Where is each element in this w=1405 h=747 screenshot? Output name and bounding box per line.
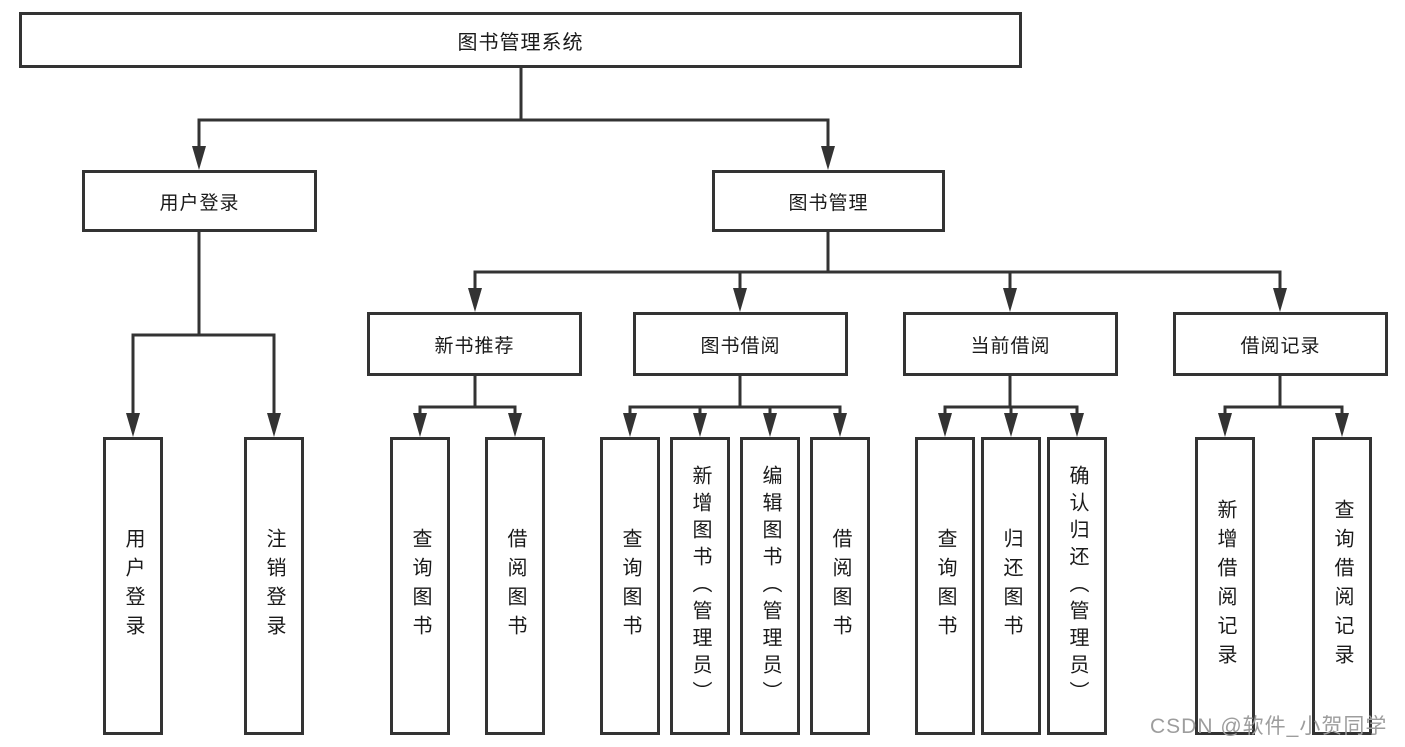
leaf-query-books-borrowing: 查询图书	[600, 437, 660, 735]
leaf-logout: 注销登录	[244, 437, 304, 735]
node-current-borrowing: 当前借阅	[903, 312, 1118, 376]
leaf-borrow-books: 借阅图书	[810, 437, 870, 735]
leaf-label: 查询图书	[619, 528, 641, 644]
node-book-management: 图书管理	[712, 170, 945, 232]
leaf-label: 借阅图书	[829, 528, 851, 644]
leaf-label: 查询图书	[409, 528, 431, 644]
leaf-return-books: 归还图书	[981, 437, 1041, 735]
node-library-system: 图书管理系统	[19, 12, 1022, 68]
leaf-query-books-current: 查询图书	[915, 437, 975, 735]
leaf-user-login: 用户登录	[103, 437, 163, 735]
leaf-label: 编辑图书（管理员）	[759, 464, 781, 708]
leaf-add-book-admin: 新增图书（管理员）	[670, 437, 730, 735]
leaf-query-books-recommend: 查询图书	[390, 437, 450, 735]
leaf-label: 借阅图书	[504, 528, 526, 644]
node-label: 图书管理系统	[457, 31, 584, 54]
node-book-borrowing: 图书借阅	[633, 312, 848, 376]
node-borrowing-records: 借阅记录	[1173, 312, 1388, 376]
leaf-label: 新增图书（管理员）	[689, 464, 711, 708]
watermark: CSDN @软件_小贺同学	[1150, 715, 1388, 738]
leaf-label: 确认归还（管理员）	[1066, 464, 1088, 708]
node-new-book-recommend: 新书推荐	[367, 312, 582, 376]
node-label: 当前借阅	[970, 335, 1051, 357]
leaf-edit-book-admin: 编辑图书（管理员）	[740, 437, 800, 735]
node-user-login: 用户登录	[82, 170, 317, 232]
node-label: 新书推荐	[434, 335, 515, 357]
leaf-confirm-return-admin: 确认归还（管理员）	[1047, 437, 1107, 735]
leaf-add-borrow-record: 新增借阅记录	[1195, 437, 1255, 735]
leaf-label: 新增借阅记录	[1214, 499, 1236, 673]
leaf-query-borrow-record: 查询借阅记录	[1312, 437, 1372, 735]
leaf-label: 注销登录	[263, 528, 285, 644]
leaf-borrow-books-recommend: 借阅图书	[485, 437, 545, 735]
leaf-label: 用户登录	[122, 528, 144, 644]
node-label: 借阅记录	[1240, 335, 1321, 357]
node-label: 用户登录	[159, 192, 240, 214]
leaf-label: 查询图书	[934, 528, 956, 644]
node-label: 图书借阅	[700, 335, 781, 357]
leaf-label: 查询借阅记录	[1331, 499, 1353, 673]
leaf-label: 归还图书	[1000, 528, 1022, 644]
node-label: 图书管理	[788, 192, 869, 214]
